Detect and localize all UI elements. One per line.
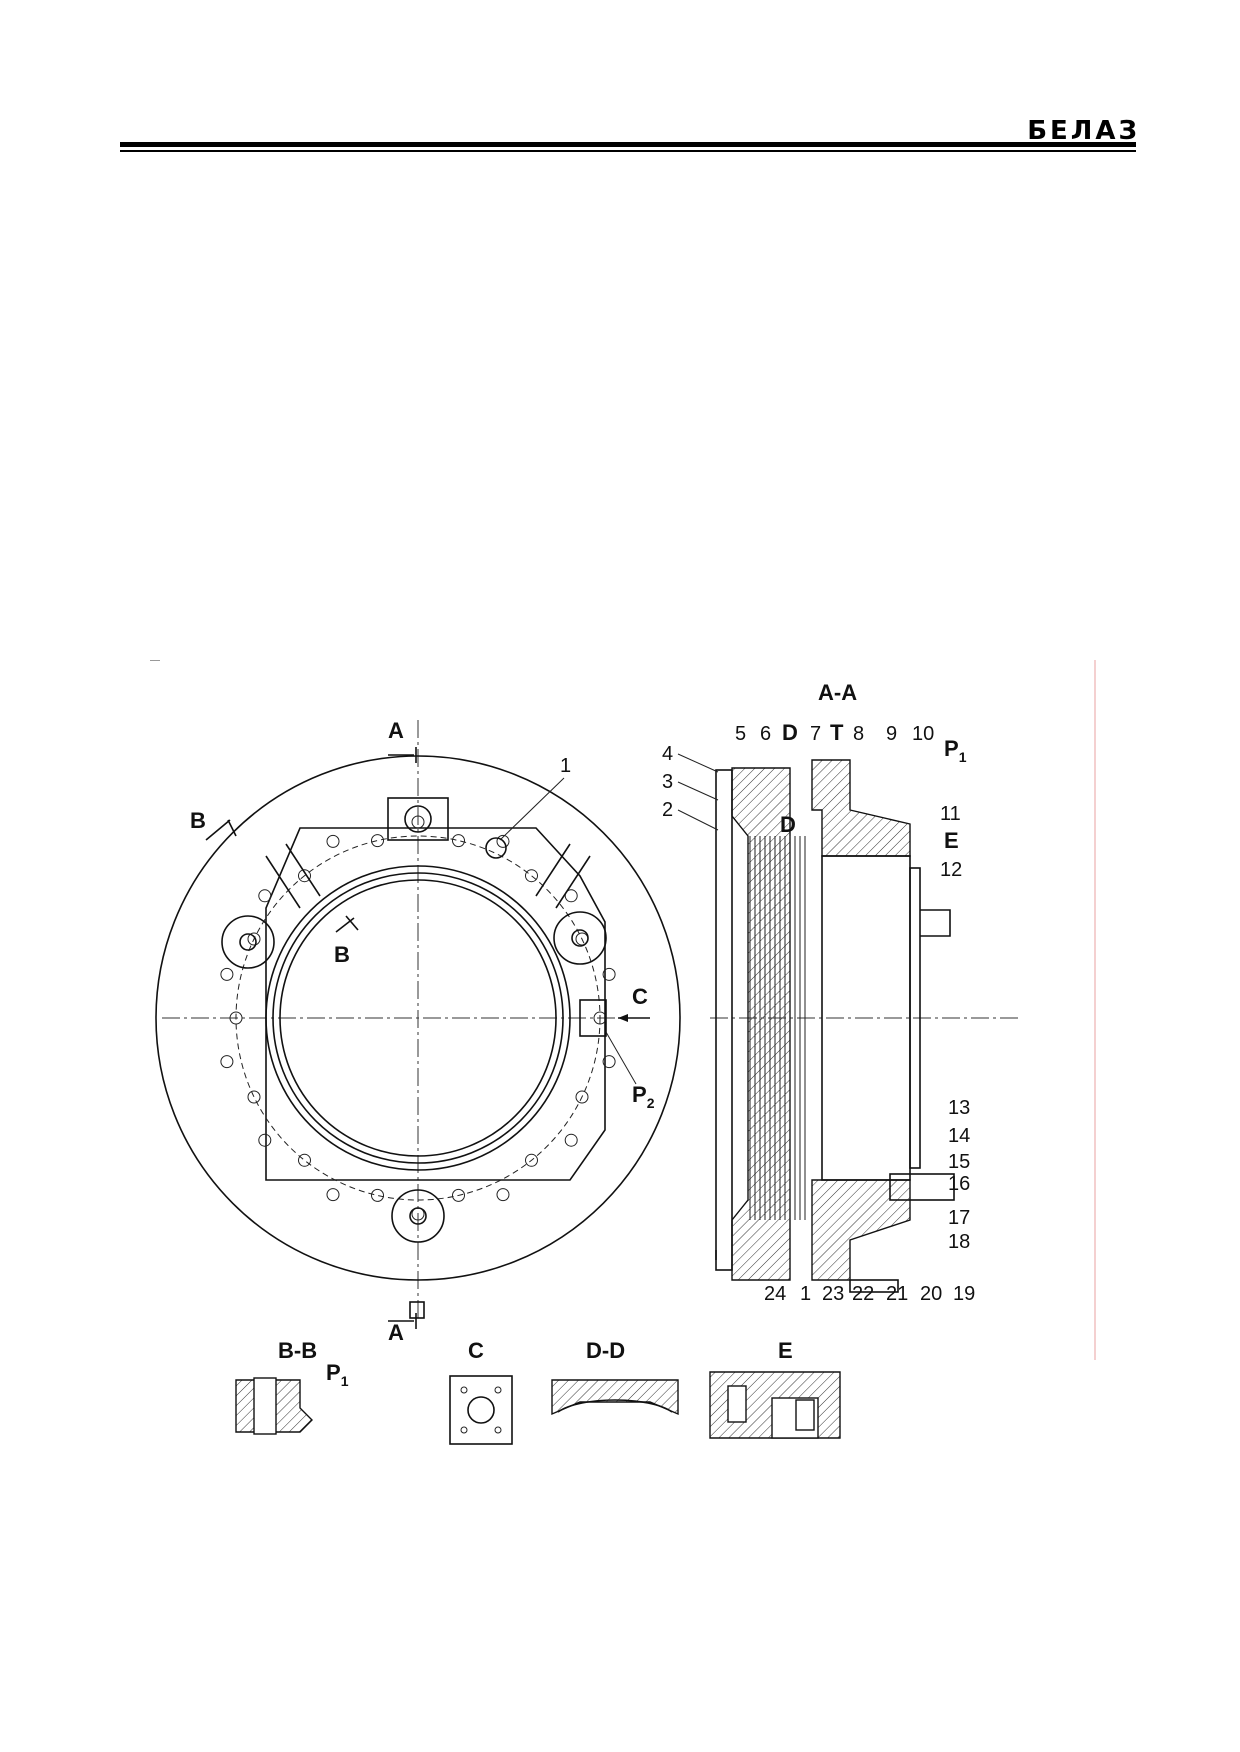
callout-10: 10 <box>912 723 934 745</box>
aa-housing-left <box>731 767 791 1281</box>
callout-12: 12 <box>940 859 962 881</box>
bore-outer <box>265 865 571 1171</box>
cut-mark-c: C <box>632 984 648 1009</box>
bolt-hole <box>258 889 272 903</box>
cut-mark-b-inner: B <box>334 942 350 967</box>
callout-1-front: 1 <box>560 755 571 777</box>
cut-mark-d-inner: D <box>780 812 796 837</box>
callout-19: 19 <box>953 1283 975 1305</box>
detail-bb-label: B-B <box>278 1338 317 1363</box>
drawing-canvas: A A B B C 1 P2 A-A 4 3 <box>150 660 1096 1445</box>
bolt-hole <box>258 1133 272 1147</box>
aa-callouts: 4 3 2 5 6 D 7 T 8 9 10 P1 D 11 E 12 13 1… <box>662 720 975 1305</box>
bolt-hole <box>452 1188 465 1202</box>
bolt-hole <box>220 967 234 981</box>
callout-3: 3 <box>662 771 673 793</box>
bore-ring <box>272 872 564 1164</box>
bolt-hole <box>602 1055 616 1069</box>
belaz-logo: БЕЛАЗ <box>1027 116 1140 146</box>
lug-right <box>553 911 607 965</box>
callout-17: 17 <box>948 1207 970 1229</box>
cut-mark-a-top: A <box>388 718 404 743</box>
lug-left <box>221 915 275 969</box>
bolt-hole <box>525 1153 538 1167</box>
bolt-hole <box>496 1188 510 1202</box>
cut-mark-t: T <box>830 720 844 745</box>
bolt-hole <box>602 967 616 981</box>
bolt-hole <box>220 1055 234 1069</box>
bolt-hole <box>298 1153 311 1167</box>
bolt-hole <box>298 869 311 883</box>
bolt-hole <box>564 1133 578 1147</box>
bolt-hole <box>326 834 340 848</box>
page-header: БЕЛАЗ <box>0 0 1240 170</box>
bolt-hole <box>575 1090 589 1104</box>
bolt-hole <box>371 834 384 848</box>
cut-mark-b-top: B <box>190 808 206 833</box>
callout-15: 15 <box>948 1151 970 1173</box>
front-labels: A A B B C 1 P2 <box>190 718 655 1345</box>
lug-bottom <box>391 1189 445 1243</box>
bolt-hole <box>496 834 510 848</box>
callout-1-section: 1 <box>800 1283 811 1305</box>
callout-16: 16 <box>948 1173 970 1195</box>
front-view <box>150 660 681 1320</box>
callout-9: 9 <box>886 723 897 745</box>
callout-6: 6 <box>760 723 771 745</box>
callout-24: 24 <box>764 1283 786 1305</box>
detail-e: E <box>709 1338 841 1439</box>
bolt-hole <box>525 869 538 883</box>
callout-20: 20 <box>920 1283 942 1305</box>
callout-13: 13 <box>948 1097 970 1119</box>
callout-21: 21 <box>886 1283 908 1305</box>
bolt-holes <box>220 815 616 1221</box>
detail-e-label: E <box>778 1338 793 1363</box>
detail-c-label: C <box>468 1338 484 1363</box>
bolt-hole <box>247 1090 261 1104</box>
aa-cover-plate <box>715 769 733 1271</box>
section-aa-label: A-A <box>818 680 857 705</box>
header-rule-thin <box>120 150 1136 152</box>
bore-inner <box>279 879 557 1157</box>
bolt-hole <box>452 834 465 848</box>
callout-22: 22 <box>852 1283 874 1305</box>
port-p1-label: P1 <box>944 736 967 765</box>
bolt-hole <box>229 1011 243 1025</box>
callout-8: 8 <box>853 723 864 745</box>
callout-11: 11 <box>940 803 961 825</box>
outer-rim <box>155 755 681 1281</box>
port-p2-label: P2 <box>632 1082 655 1111</box>
cut-mark-d-top: D <box>782 720 798 745</box>
bolt-hole <box>371 1188 384 1202</box>
bolt-hole <box>326 1188 340 1202</box>
aa-housing-top <box>811 759 911 857</box>
section-aa-view: A-A <box>710 680 1020 1293</box>
bolt-circle <box>235 835 601 1201</box>
detail-bb: B-B P1 <box>235 1338 349 1435</box>
callout-2: 2 <box>662 799 673 821</box>
detail-dd: D-D <box>551 1338 679 1416</box>
bolt-hole <box>564 889 578 903</box>
aa-housing-bottom <box>811 1179 911 1281</box>
technical-drawing: A A B B C 1 P2 A-A 4 3 <box>150 660 1120 1450</box>
callout-7: 7 <box>810 723 821 745</box>
detail-c: C <box>449 1338 513 1445</box>
detail-bb-port-label: P1 <box>326 1360 349 1389</box>
bolt-hole <box>247 932 261 946</box>
callout-5: 5 <box>735 723 746 745</box>
cut-mark-a-bottom: A <box>388 1320 404 1345</box>
callout-18: 18 <box>948 1231 970 1253</box>
callout-4: 4 <box>662 743 673 765</box>
header-rule-thick <box>120 142 1136 147</box>
top-port-plate <box>387 797 449 841</box>
mounting-flange <box>265 827 606 1181</box>
callout-23: 23 <box>822 1283 844 1305</box>
cut-mark-e: E <box>944 828 959 853</box>
detail-dd-label: D-D <box>586 1338 625 1363</box>
callout-14: 14 <box>948 1125 970 1147</box>
aa-disc-stack <box>749 836 806 1220</box>
bolt-hole <box>411 815 425 829</box>
